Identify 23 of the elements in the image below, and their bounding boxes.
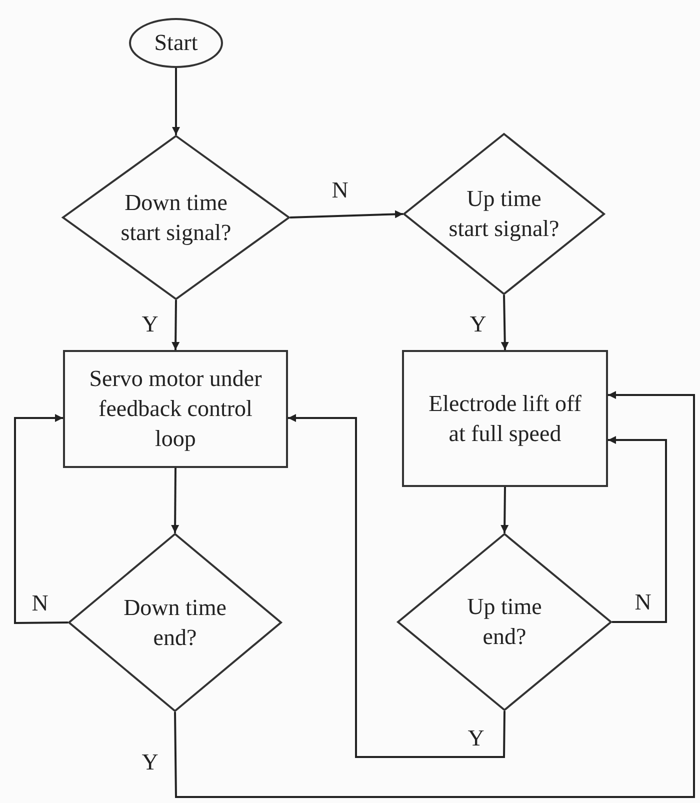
- node-text: Servo motor under feedback control loop: [88, 365, 263, 453]
- connector-arrow: [500, 294, 509, 350]
- decision-diamond: [62, 135, 290, 300]
- connector-arrow: [608, 436, 667, 623]
- connector-arrow: [14, 414, 68, 624]
- node-text: Up time end?: [466, 593, 543, 651]
- process-box: [63, 350, 288, 468]
- connector-arrow: [171, 468, 180, 533]
- process-box: [402, 350, 608, 487]
- node-text: Down time start signal?: [120, 188, 232, 247]
- node-text: Up time start signal?: [448, 185, 560, 243]
- node-text: Down time end?: [122, 594, 228, 652]
- decision-diamond: [68, 533, 282, 712]
- decision-diamond: [397, 533, 612, 711]
- node-text: Start: [154, 29, 198, 58]
- connector-arrow: [172, 68, 180, 135]
- connector-arrow: [288, 414, 506, 758]
- node-text: Electrode lift off at full speed: [428, 390, 582, 448]
- connector-arrow: [500, 486, 509, 534]
- connector-arrow: [172, 300, 180, 350]
- connector-arrow: [174, 391, 695, 798]
- decision-diamond: [403, 133, 605, 295]
- connector-arrow: [290, 210, 404, 218]
